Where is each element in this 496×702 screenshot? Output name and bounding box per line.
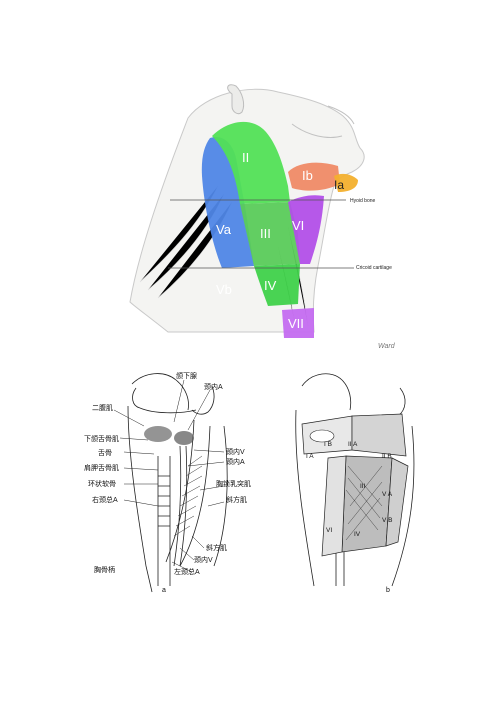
neck-levels-svg: II Va III VI Vb IV VII Ib Ia Hyoid bone … [129, 84, 396, 350]
level-vi-label-b: VI [326, 527, 332, 534]
neck-levels-figure-b: I A I B II A II B III V A V B IV VI b [282, 366, 432, 594]
gland-shape-2 [174, 431, 194, 445]
level-vb-label: Vb [216, 282, 232, 297]
level-iii-iv-zone [341, 455, 393, 553]
level-vi-zone [321, 455, 347, 557]
level-vi-region [288, 195, 324, 264]
level-ia-region [334, 173, 358, 192]
level-ia-label: Ia [334, 178, 344, 192]
cricoid-cartilage-label: Cricoid cartilage [356, 265, 392, 271]
hyoid-bone-label: Hyoid bone [350, 198, 376, 204]
label-right-common-carotid: 右颈总A [92, 495, 118, 504]
level-iv-label-b: IV [354, 531, 361, 538]
level-ii-region [212, 121, 290, 204]
level-v-region [201, 136, 254, 268]
level-vii-label: VII [288, 316, 304, 331]
neck-anatomy-figure-a: 颌下腺 颈内A 二腹肌 下颌舌骨肌 舌骨 肩胛舌骨肌 环状软骨 右颈总A 胸骨柄… [84, 366, 254, 594]
neck-anatomy-svg-a: 颌下腺 颈内A 二腹肌 下颌舌骨肌 舌骨 肩胛舌骨肌 环状软骨 右颈总A 胸骨柄… [84, 371, 251, 594]
level-iv-label: IV [264, 278, 277, 293]
label-internal-jugular-v-bottom: 颈内V [194, 555, 213, 564]
level-iia-label-b: II A [348, 441, 358, 448]
level-va-label: Va [216, 222, 232, 237]
label-scm: 胸锁乳突肌 [216, 479, 251, 488]
panel-label-a: a [162, 587, 166, 594]
level-iv-region [254, 264, 300, 306]
label-digastric: 二腹肌 [92, 403, 113, 412]
level-v-zone [385, 457, 409, 547]
level-ia-label-b: I A [306, 453, 314, 460]
level-va-label-b: V A [382, 491, 393, 498]
level-iii-label-b: III [360, 483, 366, 490]
label-internal-jugular-v-top: 颈内V [226, 447, 245, 456]
label-mylohyoid: 下颌舌骨肌 [84, 434, 119, 443]
hatching-b [345, 465, 383, 541]
level-ib-label-b: I B [324, 441, 332, 448]
neck-levels-illustration: II Va III VI Vb IV VII Ib Ia Hyoid bone … [128, 76, 418, 356]
muscle-fibres-a [173, 455, 203, 537]
artist-signature: Ward [378, 343, 396, 350]
panel-label-b: b [386, 587, 390, 594]
label-manubrium: 胸骨柄 [94, 565, 115, 574]
submandibular-gland-shape [144, 426, 172, 442]
neck-levels-svg-b: I A I B II A II B III V A V B IV VI b [295, 373, 415, 594]
label-internal-carotid-a-top: 颈内A [204, 382, 223, 391]
label-trapezius-1: 斜方肌 [226, 495, 247, 504]
label-trapezius-2: 斜方肌 [206, 543, 227, 552]
label-left-common-carotid: 左颈总A [174, 567, 200, 576]
level-iii-region [240, 202, 300, 266]
level-iib-label-b: II B [382, 453, 392, 460]
label-submandibular-gland: 颌下腺 [176, 371, 197, 380]
level-iii-label: III [260, 226, 271, 241]
level-ii-label: II [242, 150, 249, 165]
level-vb-label-b: V B [382, 517, 392, 524]
level-boundaries-b [301, 413, 409, 557]
jaw-line [291, 105, 355, 138]
level-ii-zone [351, 413, 407, 457]
level-ib-label: Ib [302, 168, 313, 183]
ear-outline [227, 84, 245, 115]
level-vii-region [282, 308, 314, 338]
level-vi-label: VI [292, 218, 304, 233]
level-ib-region [288, 162, 340, 191]
label-omohyoid: 肩胛舌骨肌 [84, 463, 119, 472]
gland-outline-b [309, 429, 335, 443]
label-cricoid: 环状软骨 [88, 479, 116, 488]
leader-lines-a [113, 379, 225, 573]
label-hyoid: 舌骨 [98, 448, 112, 457]
label-internal-carotid-a: 颈内A [226, 457, 245, 466]
